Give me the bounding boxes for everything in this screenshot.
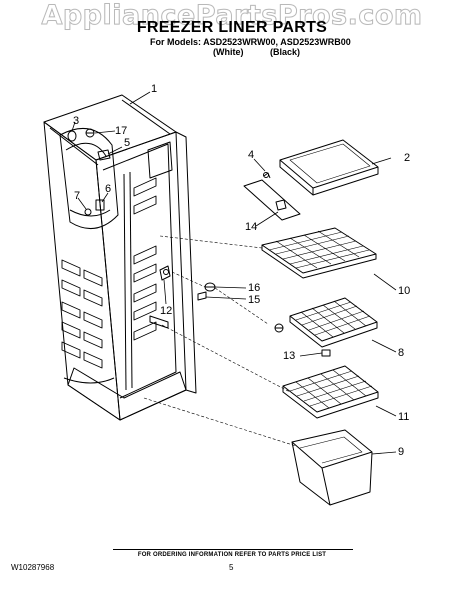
callout-15: 15 xyxy=(248,294,260,306)
wire-shelf-middle xyxy=(274,297,378,357)
page-title: FREEZER LINER PARTS xyxy=(136,19,328,36)
model-numbers: For Models: ASD2523WRW00, ASD2523WRB00 xyxy=(150,37,351,47)
callout-4: 4 xyxy=(248,149,254,161)
callout-16: 16 xyxy=(248,282,260,294)
callout-labels: 1 2 3 4 5 6 7 8 9 10 11 12 13 14 15 16 1… xyxy=(73,83,410,458)
liner-small-parts xyxy=(67,128,171,281)
alignment-lines xyxy=(143,235,297,447)
freezer-liner xyxy=(43,94,197,421)
ordering-info: FOR ORDERING INFORMATION REFER TO PARTS … xyxy=(137,552,327,558)
callout-3: 3 xyxy=(73,115,79,127)
callout-17: 17 xyxy=(115,125,127,137)
glass-shelf xyxy=(279,139,379,196)
callout-6: 6 xyxy=(105,183,111,195)
watermark: AppliancePartsPros.com xyxy=(41,0,423,32)
callout-10: 10 xyxy=(398,285,410,297)
callout-7: 7 xyxy=(74,190,80,202)
callout-5: 5 xyxy=(124,137,130,149)
black-variant-label: (Black) xyxy=(270,47,301,57)
callout-13: 13 xyxy=(283,350,295,362)
callout-12: 12 xyxy=(160,305,172,317)
callout-8: 8 xyxy=(398,347,404,359)
wire-shelf-upper xyxy=(261,227,377,279)
freezer-bin xyxy=(291,429,373,506)
document-number: W10287968 xyxy=(11,563,55,572)
leader-lines xyxy=(71,91,397,455)
wire-shelf-lower xyxy=(282,365,379,419)
shelf-bracket xyxy=(243,172,301,221)
callout-14: 14 xyxy=(245,221,257,233)
callout-2: 2 xyxy=(404,152,410,164)
page-number: 5 xyxy=(229,563,234,572)
white-variant-label: (White) xyxy=(213,47,244,57)
callout-1: 1 xyxy=(151,83,157,95)
callout-9: 9 xyxy=(398,446,404,458)
callout-11: 11 xyxy=(398,411,409,423)
footer-rule xyxy=(113,549,353,550)
